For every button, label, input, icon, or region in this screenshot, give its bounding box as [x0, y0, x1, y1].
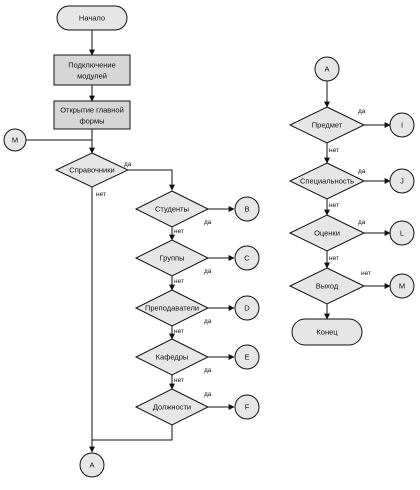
connector-a-bottom: A [79, 452, 105, 478]
edge-label-yes: да [204, 268, 212, 275]
end-node: Конец [291, 318, 363, 346]
subject-label: Предмет [312, 121, 343, 130]
edge-label-no: нет [96, 191, 106, 198]
edge-label-yes: да [204, 391, 212, 398]
connector-j-label: J [400, 177, 404, 186]
edge-label-no: нет [174, 328, 184, 335]
edge-label-no: нет [174, 228, 184, 235]
start-node: Начало [56, 5, 128, 31]
edge-label-yes: да [358, 219, 366, 226]
connector-j: J [389, 168, 415, 194]
exit-label: Выход [316, 282, 339, 291]
open-main-form-label-line2: формы [79, 117, 104, 126]
load-modules-label-line1: Подключение [68, 61, 116, 70]
edge-label-no: нет [361, 270, 371, 277]
connector-a-bottom-label: A [89, 461, 94, 470]
end-label: Конец [316, 328, 338, 337]
groups-decision: Группы [134, 239, 210, 277]
connector-e: E [234, 344, 260, 370]
edge-label-yes: да [358, 108, 366, 115]
edge-label-yes: да [204, 318, 212, 325]
edge-label-yes: да [204, 367, 212, 374]
edge-label-no: нет [329, 255, 339, 262]
teachers-decision: Преподаватели [134, 289, 210, 327]
connector-a-top: A [314, 56, 340, 82]
groups-label: Группы [160, 254, 185, 263]
connector-m-right: M [389, 273, 415, 299]
positions-decision: Должности [134, 388, 210, 426]
departments-decision: Кафедры [134, 338, 210, 376]
connector-m-left-label: M [12, 136, 18, 145]
connector-b-label: B [244, 205, 249, 214]
students-label: Студенты [155, 205, 189, 214]
departments-label: Кафедры [156, 353, 189, 362]
grades-decision: Оценки [288, 214, 366, 252]
open-main-form-label-line1: Открытие главной [60, 106, 124, 115]
specialty-label: Специальность [300, 177, 354, 186]
connector-d: D [234, 295, 260, 321]
connector-e-label: E [244, 353, 249, 362]
connector-c: C [234, 245, 260, 271]
connector-l: L [389, 220, 415, 246]
connector-m-left: M [3, 128, 27, 152]
students-decision: Студенты [134, 190, 210, 228]
grades-label: Оценки [314, 229, 340, 238]
edge-label-yes: да [204, 219, 212, 226]
positions-label: Должности [153, 403, 191, 412]
connector-d-label: D [244, 304, 250, 313]
edge-label-no: нет [174, 377, 184, 384]
load-modules-process: Подключение модулей [53, 54, 131, 86]
start-label: Начало [79, 14, 105, 23]
connector-a-top-label: A [324, 65, 329, 74]
exit-decision: Выход [288, 267, 366, 305]
edge-label-yes: да [124, 161, 132, 168]
edge-label-no: нет [174, 278, 184, 285]
connector-b: B [234, 196, 260, 222]
connector-m-right-label: M [399, 282, 405, 291]
references-decision: Справочники [54, 152, 130, 188]
open-main-form-process: Открытие главной формы [53, 100, 131, 130]
connector-i: I [389, 112, 415, 138]
load-modules-label-line2: модулей [77, 72, 107, 81]
flow-lines [26, 30, 391, 453]
connector-c-label: C [244, 254, 250, 263]
connector-l-label: L [400, 229, 404, 238]
teachers-label: Преподаватели [145, 304, 199, 313]
connector-f: F [234, 394, 260, 420]
edge-labels: да нет да нет да нет да нет да нет да да… [96, 108, 371, 398]
subject-decision: Предмет [288, 106, 366, 144]
edge-label-yes: да [358, 168, 366, 175]
specialty-decision: Специальность [288, 162, 366, 200]
connector-i-label: I [401, 121, 403, 130]
edge-label-no: нет [329, 147, 339, 154]
connector-f-label: F [245, 403, 250, 412]
references-label: Справочники [69, 166, 114, 175]
edge-label-no: нет [329, 202, 339, 209]
